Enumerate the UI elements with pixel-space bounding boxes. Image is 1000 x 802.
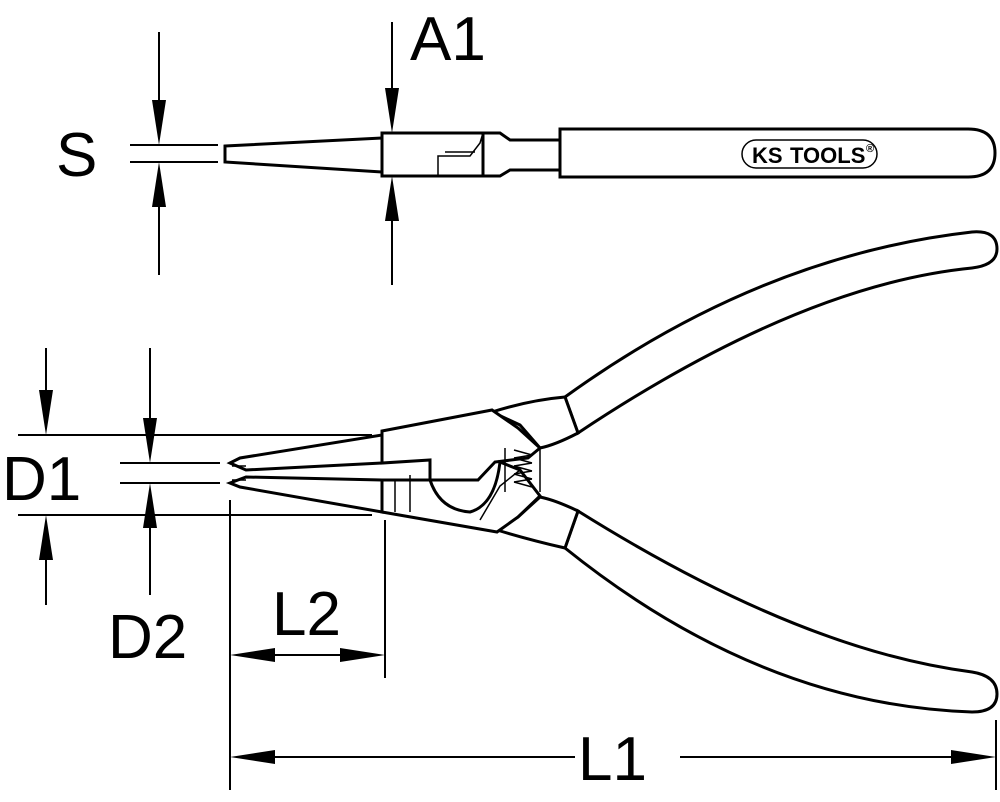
pliers-plan-view [225, 230, 999, 714]
label-d1: D1 [2, 445, 81, 514]
label-l2: L2 [272, 580, 341, 649]
label-s: S [56, 121, 97, 190]
dimension-l1: L1 [230, 720, 997, 794]
spring [504, 448, 541, 492]
dimension-l2: L2 [229, 500, 386, 790]
label-d2: D2 [108, 603, 187, 672]
pliers-top-view: KS TOOLS ® [223, 127, 997, 179]
logo-tools: TOOLS [790, 143, 865, 168]
label-l1: L1 [578, 725, 647, 794]
dimension-d1: D1 [2, 348, 372, 605]
logo-ks: KS [752, 143, 783, 168]
dimension-s: S [56, 32, 218, 275]
ks-tools-logo: KS TOOLS ® [741, 139, 878, 169]
logo-registered-mark: ® [866, 143, 874, 155]
dimension-d2: D2 [108, 348, 220, 672]
label-a1: A1 [410, 5, 486, 74]
dimension-a1: A1 [385, 5, 486, 285]
